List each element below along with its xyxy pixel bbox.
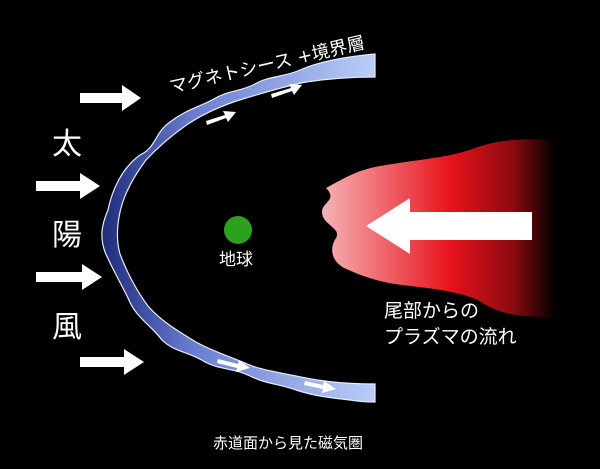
right-arrow-icon <box>80 349 144 375</box>
tail-flow-label-line-1: 尾部からの <box>384 300 480 322</box>
flow-arrows <box>206 84 336 393</box>
tail-flow-label-line-2: プラズマの流れ <box>384 326 517 348</box>
right-arrow-icon <box>36 173 100 199</box>
tail-flow-label: 尾部からの プラズマの流れ <box>384 298 584 350</box>
small-right-arrow-icon <box>206 111 236 125</box>
earth <box>224 216 252 244</box>
small-right-arrow-icon <box>217 359 250 372</box>
earth-label: 地球 <box>219 250 253 270</box>
small-right-arrow-icon <box>304 381 336 393</box>
right-arrow-icon <box>80 85 141 111</box>
caption: 赤道面から見た磁気圏 <box>213 434 364 452</box>
small-right-arrow-icon <box>271 84 302 98</box>
solar-wind-char-2: 陽 <box>52 218 82 253</box>
solar-wind-arrows <box>36 85 144 375</box>
left-arrow-icon <box>366 198 532 254</box>
right-arrow-icon <box>36 264 102 290</box>
solar-wind-char-3: 風 <box>52 310 82 345</box>
magnetosheath-band <box>101 53 376 403</box>
solar-wind-char-1: 太 <box>52 127 82 162</box>
